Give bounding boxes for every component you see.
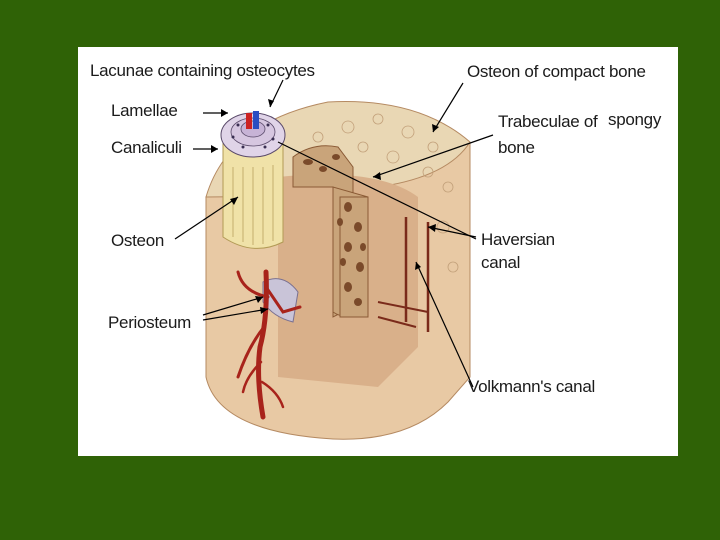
label-lacunae: Lacunae containing osteocytes xyxy=(90,62,315,80)
label-trabeculae-spongy: spongy xyxy=(608,111,661,129)
label-haversian-line1: Haversian xyxy=(481,231,555,249)
label-haversian-line2: canal xyxy=(481,254,520,272)
label-canaliculi: Canaliculi xyxy=(111,139,182,157)
diagram-panel: Lacunae containing osteocytes Lamellae C… xyxy=(78,47,678,456)
label-trabeculae-line2: bone xyxy=(498,139,535,157)
label-osteon: Osteon xyxy=(111,232,164,250)
label-lamellae: Lamellae xyxy=(111,102,178,120)
central-vessel-blue xyxy=(253,111,259,129)
label-osteon-compact: Osteon of compact bone xyxy=(467,63,646,81)
label-trabeculae-line1: Trabeculae of xyxy=(498,113,597,131)
label-volkmann: Volkmann's canal xyxy=(468,378,595,396)
label-periosteum: Periosteum xyxy=(108,314,191,332)
central-vessel-red xyxy=(246,113,252,129)
